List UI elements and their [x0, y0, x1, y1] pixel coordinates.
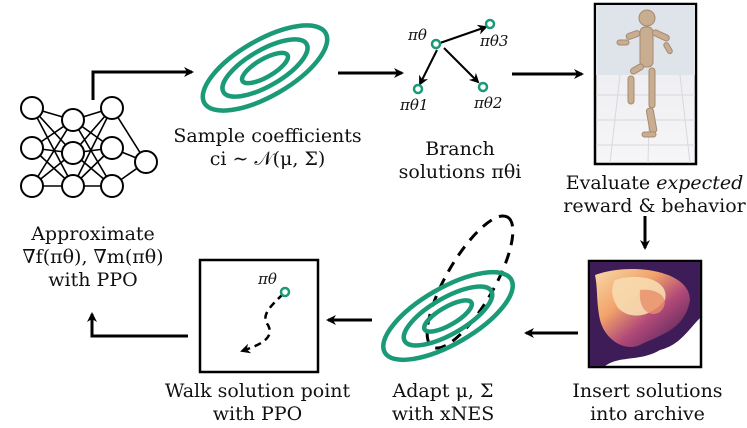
- evaluate-label: Evaluate expected reward & behavior: [562, 172, 747, 218]
- approximate-label: Approximate ∇f(πθ), ∇m(πθ) with PPO: [0, 223, 186, 292]
- branch-line2: solutions πθi: [398, 161, 522, 183]
- insert-label: Insert solutions into archive: [560, 380, 735, 426]
- walk-theta-label: πθ: [258, 270, 277, 288]
- approximate-line3: with PPO: [48, 269, 138, 291]
- arrow-network-to-sample: [91, 67, 194, 100]
- branch-line1: Branch: [425, 138, 495, 160]
- gaussian-ellipse-icon: [200, 23, 330, 113]
- evaluate-prefix: Evaluate: [565, 172, 657, 194]
- archive-heatmap-image: [587, 259, 703, 369]
- branch-label: Branch solutions πθi: [395, 138, 525, 184]
- evaluate-line2: reward & behavior: [563, 195, 746, 217]
- walk-path-icon: [198, 258, 320, 374]
- arrow-walk-to-network: [87, 312, 188, 338]
- insert-line2: into archive: [590, 403, 705, 425]
- sample-label: Sample coefficients ci ∼ 𝒩(μ, Σ): [155, 125, 380, 171]
- branch-theta-label: πθ: [408, 26, 427, 44]
- evaluate-line1: Evaluate expected: [562, 172, 747, 195]
- sample-line1: Sample coefficients: [173, 125, 362, 147]
- branch-theta3-label: πθ3: [480, 32, 509, 50]
- walk-line2: with PPO: [212, 403, 303, 425]
- search-distribution-update-icon: [380, 214, 516, 363]
- branch-theta2-label: πθ2: [474, 94, 503, 112]
- adapt-line1: Adapt μ, Σ: [392, 380, 494, 402]
- adapt-line2: with xNES: [391, 403, 495, 425]
- approximate-line1: Approximate: [31, 223, 155, 245]
- approximate-line2: ∇f(πθ), ∇m(πθ): [22, 246, 164, 268]
- sample-line2: ci ∼ 𝒩(μ, Σ): [209, 148, 326, 170]
- adapt-label: Adapt μ, Σ with xNES: [378, 380, 508, 426]
- walk-line1: Walk solution point: [164, 380, 351, 402]
- evaluate-emphasis: expected: [656, 172, 744, 194]
- branch-theta1-label: πθ1: [400, 96, 429, 114]
- humanoid-robot-image: [593, 2, 698, 166]
- walk-label: Walk solution point with PPO: [145, 380, 370, 426]
- branch-tree-icon: [412, 18, 496, 95]
- neural-network-icon: [20, 96, 158, 198]
- insert-line1: Insert solutions: [572, 380, 723, 402]
